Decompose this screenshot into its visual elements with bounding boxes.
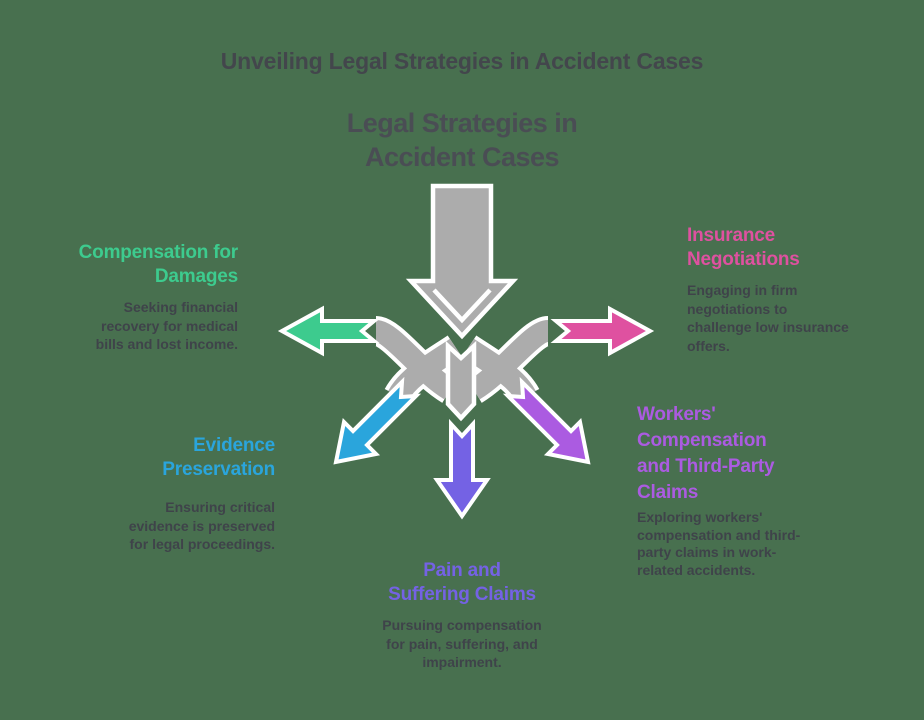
section-heading-workers-compensation: Workers' Compensation and Third-Party Cl…	[637, 402, 847, 506]
heading-line: Insurance	[687, 225, 775, 246]
evidence-preservation-arrow	[333, 376, 422, 465]
heading-line: and Third-Party	[637, 456, 775, 477]
heading-line: Preservation	[162, 459, 275, 480]
section-heading-compensation-for-damages: Compensation for Damages	[38, 241, 239, 289]
heading-line: Suffering Claims	[388, 584, 536, 605]
description-line: party claims in work-	[637, 544, 777, 560]
heading-line: Compensation for	[78, 242, 239, 263]
diagram-title-line: Legal Strategies in	[346, 108, 578, 138]
description-line: negotiations to	[687, 300, 788, 317]
description-line: recovery for medical	[101, 317, 238, 334]
description-line: Exploring workers'	[637, 509, 763, 525]
description-line: offers.	[687, 337, 730, 354]
description-line: Ensuring critical	[165, 499, 275, 515]
heading-line: Pain and	[423, 560, 501, 581]
section-description-compensation-for-damages: Seeking financial recovery for medical b…	[58, 298, 238, 354]
section-heading-pain-and-suffering: Pain and Suffering Claims	[352, 559, 572, 607]
hub-branch-left	[373, 320, 457, 400]
heading-line: Workers'	[637, 404, 716, 425]
compensation-for-damages-arrow	[277, 305, 380, 357]
heading-line: Claims	[637, 482, 699, 503]
hub-down-arrow	[405, 183, 519, 340]
description-line: related accidents.	[637, 561, 756, 578]
hub-center-shaft	[445, 340, 477, 422]
description-line: Engaging in firm	[687, 282, 798, 298]
heading-line: Evidence	[193, 435, 275, 456]
description-line: compensation and third-	[637, 526, 801, 543]
description-line: evidence is preserved	[128, 517, 275, 534]
description-line: challenge low insurance	[687, 319, 849, 335]
insurance-negotiations-arrow	[550, 305, 655, 357]
workers-compensation-arrow	[502, 376, 591, 465]
section-description-evidence-preservation: Ensuring critical evidence is preserved …	[95, 498, 275, 554]
hub-arrow-notch	[432, 288, 492, 324]
description-line: bills and lost income.	[95, 336, 238, 352]
section-description-pain-and-suffering: Pursuing compensation for pain, sufferin…	[342, 616, 582, 672]
diagram-title: Legal Strategies in Accident Cases	[262, 106, 662, 174]
section-heading-insurance-negotiations: Insurance Negotiations	[687, 224, 897, 272]
description-line: Pursuing compensation	[382, 617, 542, 633]
description-line: for legal proceedings.	[129, 536, 275, 552]
page-title: Unveiling Legal Strategies in Accident C…	[220, 48, 704, 74]
description-line: for pain, suffering, and	[386, 635, 538, 652]
description-line: impairment.	[422, 654, 502, 670]
heading-line: Negotiations	[687, 249, 800, 270]
section-heading-evidence-preservation: Evidence Preservation	[75, 434, 275, 482]
heading-line: Damages	[154, 266, 238, 287]
section-description-insurance-negotiations: Engaging in firm negotiations to challen…	[687, 281, 887, 355]
pain-and-suffering-arrow	[433, 418, 491, 520]
diagram-title-line: Accident Cases	[364, 142, 560, 172]
section-description-workers-compensation: Exploring workers' compensation and thir…	[637, 509, 827, 579]
heading-line: Compensation	[637, 430, 767, 451]
hub-branch-right	[467, 320, 551, 400]
description-line: Seeking financial	[123, 299, 238, 315]
